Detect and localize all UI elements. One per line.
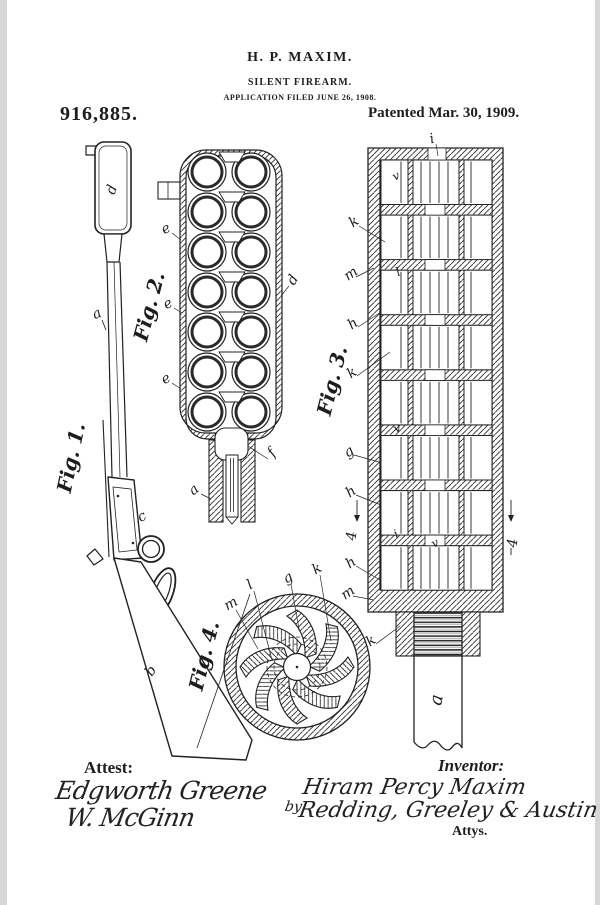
- scan-edge-left: [0, 0, 7, 905]
- fig4-callout-l: l: [244, 577, 256, 593]
- fig3-callout-g1: g: [341, 443, 358, 461]
- inventor-signature: Hiram Percy Maxim: [300, 775, 528, 800]
- fig3-callout-a-barrel: a: [425, 693, 448, 707]
- fig3-callout-m2: m: [338, 583, 358, 604]
- fig3-callout-h3: h: [343, 554, 360, 572]
- fig1-callout-a: a: [90, 305, 104, 323]
- fig3-section-marker-left: 4: [344, 531, 361, 542]
- scan-edge-right: [595, 0, 600, 905]
- attest-label: Attest:: [84, 758, 134, 777]
- fig3-callout-h1: h: [345, 315, 362, 333]
- fig4-callout-g: g: [280, 569, 296, 587]
- fig3-callout-i-top: i: [428, 131, 436, 148]
- patent-number: 916,885.: [60, 103, 138, 125]
- fig2-callout-f: f: [264, 444, 282, 461]
- patent-title: SILENT FIREARM.: [247, 77, 353, 88]
- fig2-label: Fig. 2.: [128, 269, 170, 344]
- fig1-label: Fig. 1.: [52, 421, 90, 496]
- fig4-callout-k: k: [309, 560, 324, 578]
- fig3-callout-i-row6: i: [391, 527, 401, 541]
- fig1-rifle-drawing: d a c b Fig. 1.: [52, 141, 253, 761]
- attest-signature-1: Edgworth Greene: [53, 776, 269, 805]
- fig3-section-marker-right: 4: [505, 538, 522, 549]
- attorney-signature: Redding, Greeley & Austin: [296, 798, 600, 823]
- attorney-suffix: Attys.: [452, 824, 488, 839]
- fig3-callout-k1: k: [346, 213, 362, 231]
- fig2-silencer-section: e e e d f a Fig. 2.: [128, 149, 302, 525]
- fig2-callout-e3: e: [158, 370, 173, 388]
- fig2-callout-e1: e: [158, 220, 173, 238]
- fig3-label: Fig. 3.: [312, 343, 353, 418]
- fig2-callout-a: a: [186, 481, 203, 499]
- fig3-callout-l-row2: l: [393, 265, 403, 279]
- fig3-callout-h2: h: [343, 483, 360, 501]
- fig3-callout-m1: m: [341, 264, 361, 285]
- fig2-callout-d: d: [284, 272, 302, 288]
- patent-inventor-name: H. P. MAXIM.: [247, 50, 353, 65]
- fig3-silencer-section-large: i v k m l h k v g h 4 i v h m k 4 a Fig.…: [312, 131, 522, 751]
- inventor-label: Inventor:: [438, 756, 505, 775]
- patented-date: Patented Mar. 30, 1909.: [368, 105, 520, 121]
- attest-signature-2: W. McGinn: [63, 803, 197, 832]
- application-line: APPLICATION FILED JUNE 26, 1908.: [223, 93, 377, 102]
- fig4-callout-m: m: [221, 594, 241, 614]
